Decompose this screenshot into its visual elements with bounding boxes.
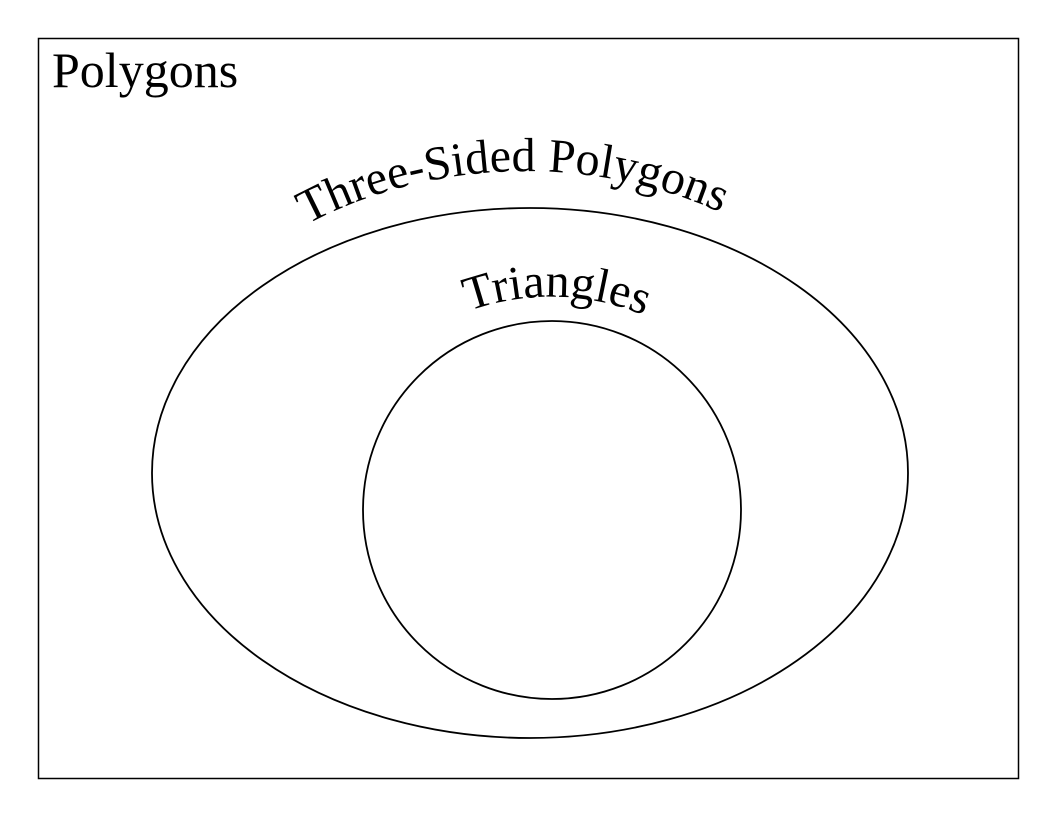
universe-label: Polygons — [52, 42, 238, 98]
inner-set-circle — [362, 320, 742, 700]
universe-frame — [37, 37, 1020, 780]
outer-set-ellipse — [151, 207, 909, 739]
